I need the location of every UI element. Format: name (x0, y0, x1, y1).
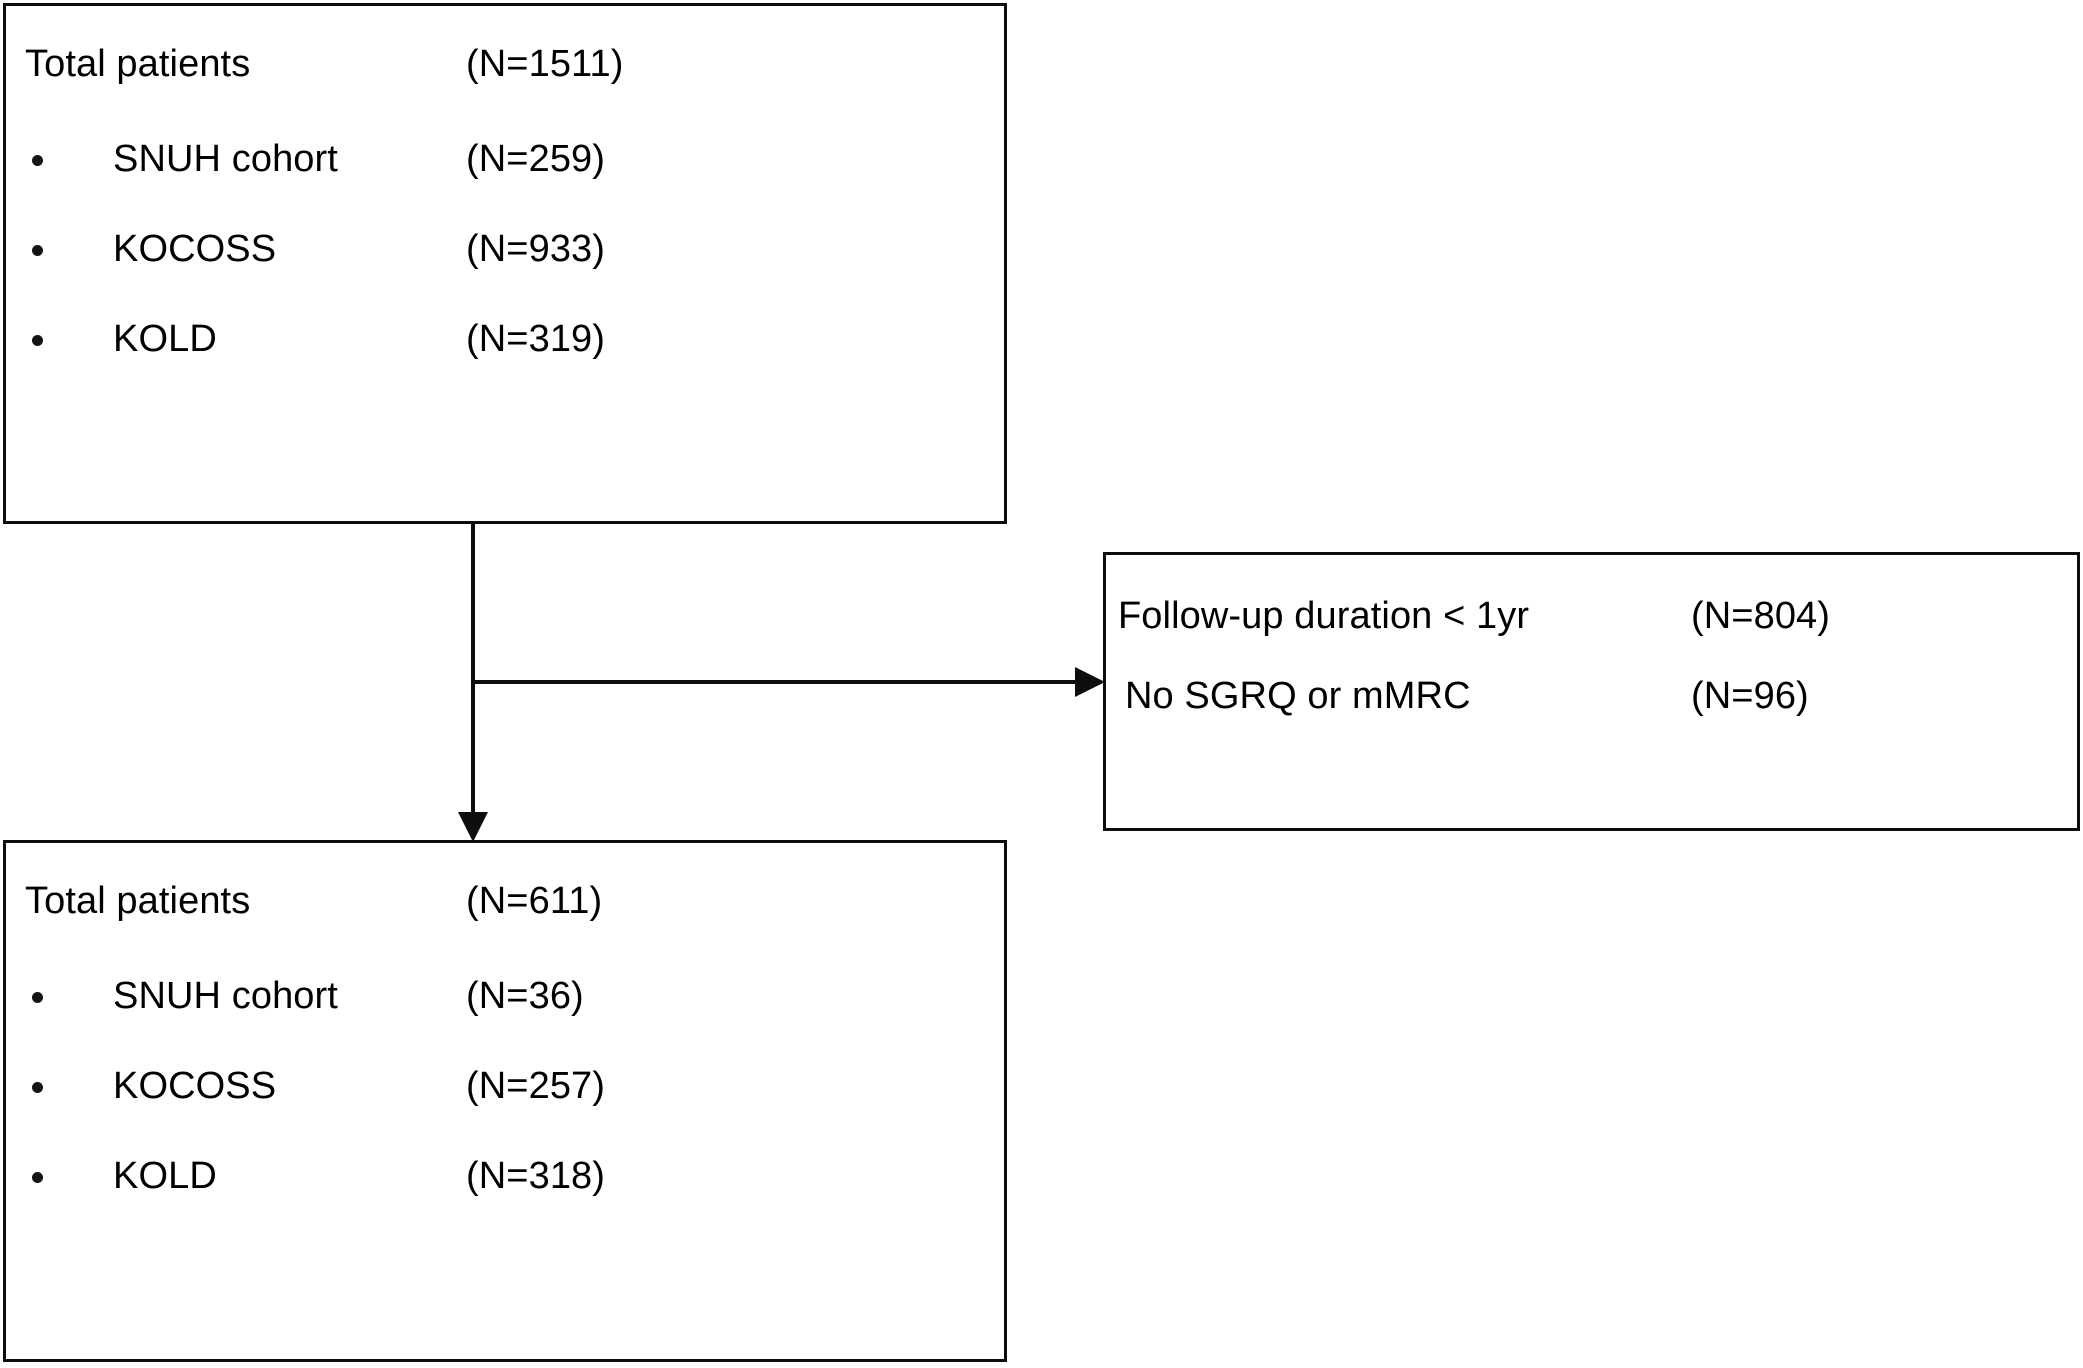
included-cohort-row: KOLD (N=318) (6, 1153, 1004, 1199)
screened-cohort-label: SNUH cohort (113, 138, 338, 180)
bullet-dot-icon (32, 1082, 43, 1093)
arrow-right-icon (1075, 667, 1105, 697)
bullet-dot-icon (32, 1172, 43, 1183)
bullet-dot-icon (32, 992, 43, 1003)
included-cohort-label: KOLD (113, 1155, 217, 1197)
connector-trunk-line (471, 524, 475, 824)
exclusion-criteria-box: Follow-up duration < 1yr (N=804) No SGRQ… (1103, 552, 2080, 831)
included-total-count: (N=611) (466, 880, 603, 922)
included-total-label: Total patients (25, 880, 251, 922)
exclusion-label: Follow-up duration < 1yr (1118, 595, 1530, 637)
included-cohort-label: KOCOSS (113, 1065, 277, 1107)
included-cohort-row: KOCOSS (N=257) (6, 1063, 1004, 1109)
screened-total-label: Total patients (25, 43, 251, 85)
screened-cohort-count: (N=259) (466, 138, 606, 180)
included-cohort-label: SNUH cohort (113, 975, 338, 1017)
screened-cohort-label: KOLD (113, 318, 217, 360)
bullet-dot-icon (32, 335, 43, 346)
arrow-down-icon (458, 812, 488, 842)
bullet-dot-icon (32, 155, 43, 166)
exclusion-count: (N=96) (1691, 675, 1809, 717)
screened-cohort-row: KOLD (N=319) (6, 316, 1004, 362)
exclusion-count: (N=804) (1691, 595, 1831, 637)
screened-cohort-count: (N=319) (466, 318, 606, 360)
included-total-row: Total patients (N=611) (6, 878, 1004, 924)
total-included-box: Total patients (N=611) SNUH cohort (N=36… (3, 840, 1007, 1362)
exclusion-row: Follow-up duration < 1yr (N=804) (1106, 593, 2077, 639)
screened-cohort-count: (N=933) (466, 228, 606, 270)
bullet-dot-icon (32, 245, 43, 256)
included-cohort-count: (N=36) (466, 975, 584, 1017)
included-cohort-count: (N=257) (466, 1065, 606, 1107)
connector-branch-line (473, 680, 1098, 684)
screened-cohort-row: KOCOSS (N=933) (6, 226, 1004, 272)
screened-total-row: Total patients (N=1511) (6, 41, 1004, 87)
exclusion-label: No SGRQ or mMRC (1125, 675, 1471, 717)
included-cohort-row: SNUH cohort (N=36) (6, 973, 1004, 1019)
exclusion-row: No SGRQ or mMRC (N=96) (1106, 673, 2077, 719)
included-cohort-count: (N=318) (466, 1155, 606, 1197)
screened-cohort-label: KOCOSS (113, 228, 277, 270)
screened-cohort-row: SNUH cohort (N=259) (6, 136, 1004, 182)
total-screened-box: Total patients (N=1511) SNUH cohort (N=2… (3, 3, 1007, 524)
screened-total-count: (N=1511) (466, 43, 624, 85)
